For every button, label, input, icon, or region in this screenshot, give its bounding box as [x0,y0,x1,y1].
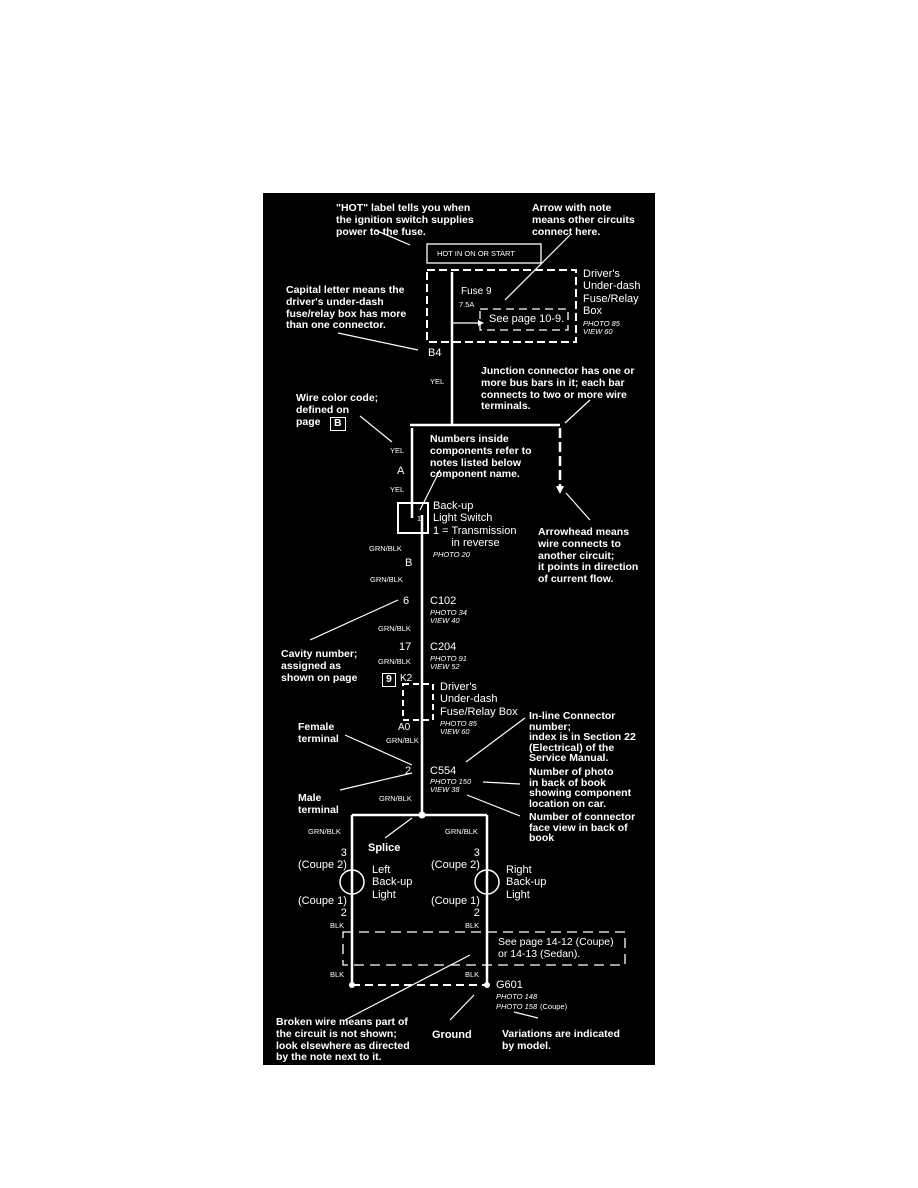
splice-dot [418,811,426,819]
wire-color-grn-blk: GRN/BLK [445,827,478,836]
right-cavity-bottom: (Coupe 1) 2 [431,895,480,920]
note-numbers-inside: Numbers inside components refer to notes… [430,433,532,481]
cavity-b: B [405,557,413,569]
note-cavity: Cavity number; assigned as shown on page [281,648,358,684]
connector-a0: A0 [398,722,411,733]
arrowhead-icon [478,320,484,326]
switch-label: Back-up Light Switch 1 = Transmission in… [433,500,517,549]
note-ground: Ground [432,1029,472,1041]
note-arrowhead: Arrowhead means wire connects to another… [538,526,639,585]
fuse-box-2-outline [402,683,434,721]
g601-coupe: (Coupe) [540,1002,568,1011]
cavity-page-ref[interactable]: 9 [382,673,396,687]
fuse-box-photo: PHOTO 85 VIEW 60 [583,319,620,337]
left-lamp [339,869,365,895]
fuse-box-2-label: Driver's Under-dash Fuse/Relay Box [440,681,518,718]
c554-photo: PHOTO 150 VIEW 38 [430,777,472,795]
hot-label-box [426,243,542,264]
wire-color-grn-blk: GRN/BLK [386,736,419,745]
note-male: Male terminal [298,792,339,816]
cavity-2: 2 [405,765,412,777]
note-splice: Splice [368,842,401,854]
cavity-6: 6 [403,595,410,607]
wire-color-blk: BLK [330,921,345,930]
wire-color-grn-blk: GRN/BLK [378,624,411,633]
pointer-lines [309,229,591,1021]
wire-color-yel: YEL [390,485,405,494]
broken-wire-box [342,931,626,966]
c204-photo: PHOTO 91 VIEW 52 [430,654,467,672]
note-face-view: Number of connector face view in back of… [529,811,636,844]
note-photo-number: Number of photo in back of book showing … [529,766,632,810]
hot-label: HOT IN ON OR START [437,249,515,258]
see-page-box [479,308,569,331]
note-capital-letter: Capital letter means the driver's under-… [286,284,407,332]
connector-a: A [397,465,405,477]
wire-color-grn-blk: GRN/BLK [308,827,341,836]
wire-color-grn-blk: GRN/BLK [379,794,412,803]
wire-color-blk: BLK [465,921,480,930]
connector-c102: C102 [430,595,457,607]
arrowhead-icon [556,486,564,494]
connector-b4: B4 [428,347,442,359]
wire-color-blk: BLK [330,970,345,979]
see-page-14-12[interactable]: See page 14-12 (Coupe) or 14-13 (Sedan). [498,936,614,960]
cavity-17: 17 [399,641,412,653]
wire-color-page-ref[interactable]: B [330,417,346,431]
note-female: Female terminal [298,721,339,745]
fuse-box-2-photo: PHOTO 85 VIEW 60 [440,719,477,737]
right-lamp [474,869,500,895]
g601-photo-2: PHOTO 158 [496,1002,538,1011]
ground-dot [484,982,490,988]
note-arrow: Arrow with note means other circuits con… [532,202,635,238]
connector-k2: K2 [400,673,413,684]
fuse-box-outline [426,269,577,343]
note-wire-color: Wire color code; defined on page [296,392,379,428]
note-junction: Junction connector has one or more bus b… [481,365,635,413]
left-cavity-bottom: (Coupe 1) 2 [298,895,347,920]
note-variations: Variations are indicated by model. [502,1028,620,1052]
fuse-label: Fuse 9 [461,286,492,297]
g601-photo: PHOTO 148 [496,992,538,1001]
wire-color-grn-blk: GRN/BLK [370,575,403,584]
note-hot-label: "HOT" label tells you when the ignition … [336,202,474,238]
right-light-label: Right Back-up Light [506,864,547,901]
fuse-rating: 7.5A [459,300,475,309]
switch-note-number: 1 [417,514,422,523]
wire-color-grn-blk: GRN/BLK [378,657,411,666]
wire-color-grn-blk: GRN/BLK [369,544,402,553]
left-cavity-top: 3 (Coupe 2) [298,847,347,872]
wire-color-blk: BLK [465,970,480,979]
right-cavity-top: 3 (Coupe 2) [431,847,480,872]
connector-c554: C554 [430,765,457,777]
note-broken-wire: Broken wire means part of the circuit is… [276,1016,410,1064]
wire-color-yel: YEL [430,377,445,386]
see-page-10-9[interactable]: See page 10-9. [489,313,565,325]
wire-color-yel: YEL [390,446,405,455]
connector-c204: C204 [430,641,457,653]
c102-photo: PHOTO 34 VIEW 40 [430,608,467,626]
switch-photo: PHOTO 20 [433,550,470,559]
left-light-label: Left Back-up Light [372,864,413,901]
ground-dot [349,982,355,988]
fuse-box-label: Driver's Under-dash Fuse/Relay Box [583,268,641,317]
ground-g601: G601 [496,979,523,991]
note-inline-connector: In-line Connector number; index is in Se… [529,710,636,764]
diagram-panel [263,193,655,1065]
